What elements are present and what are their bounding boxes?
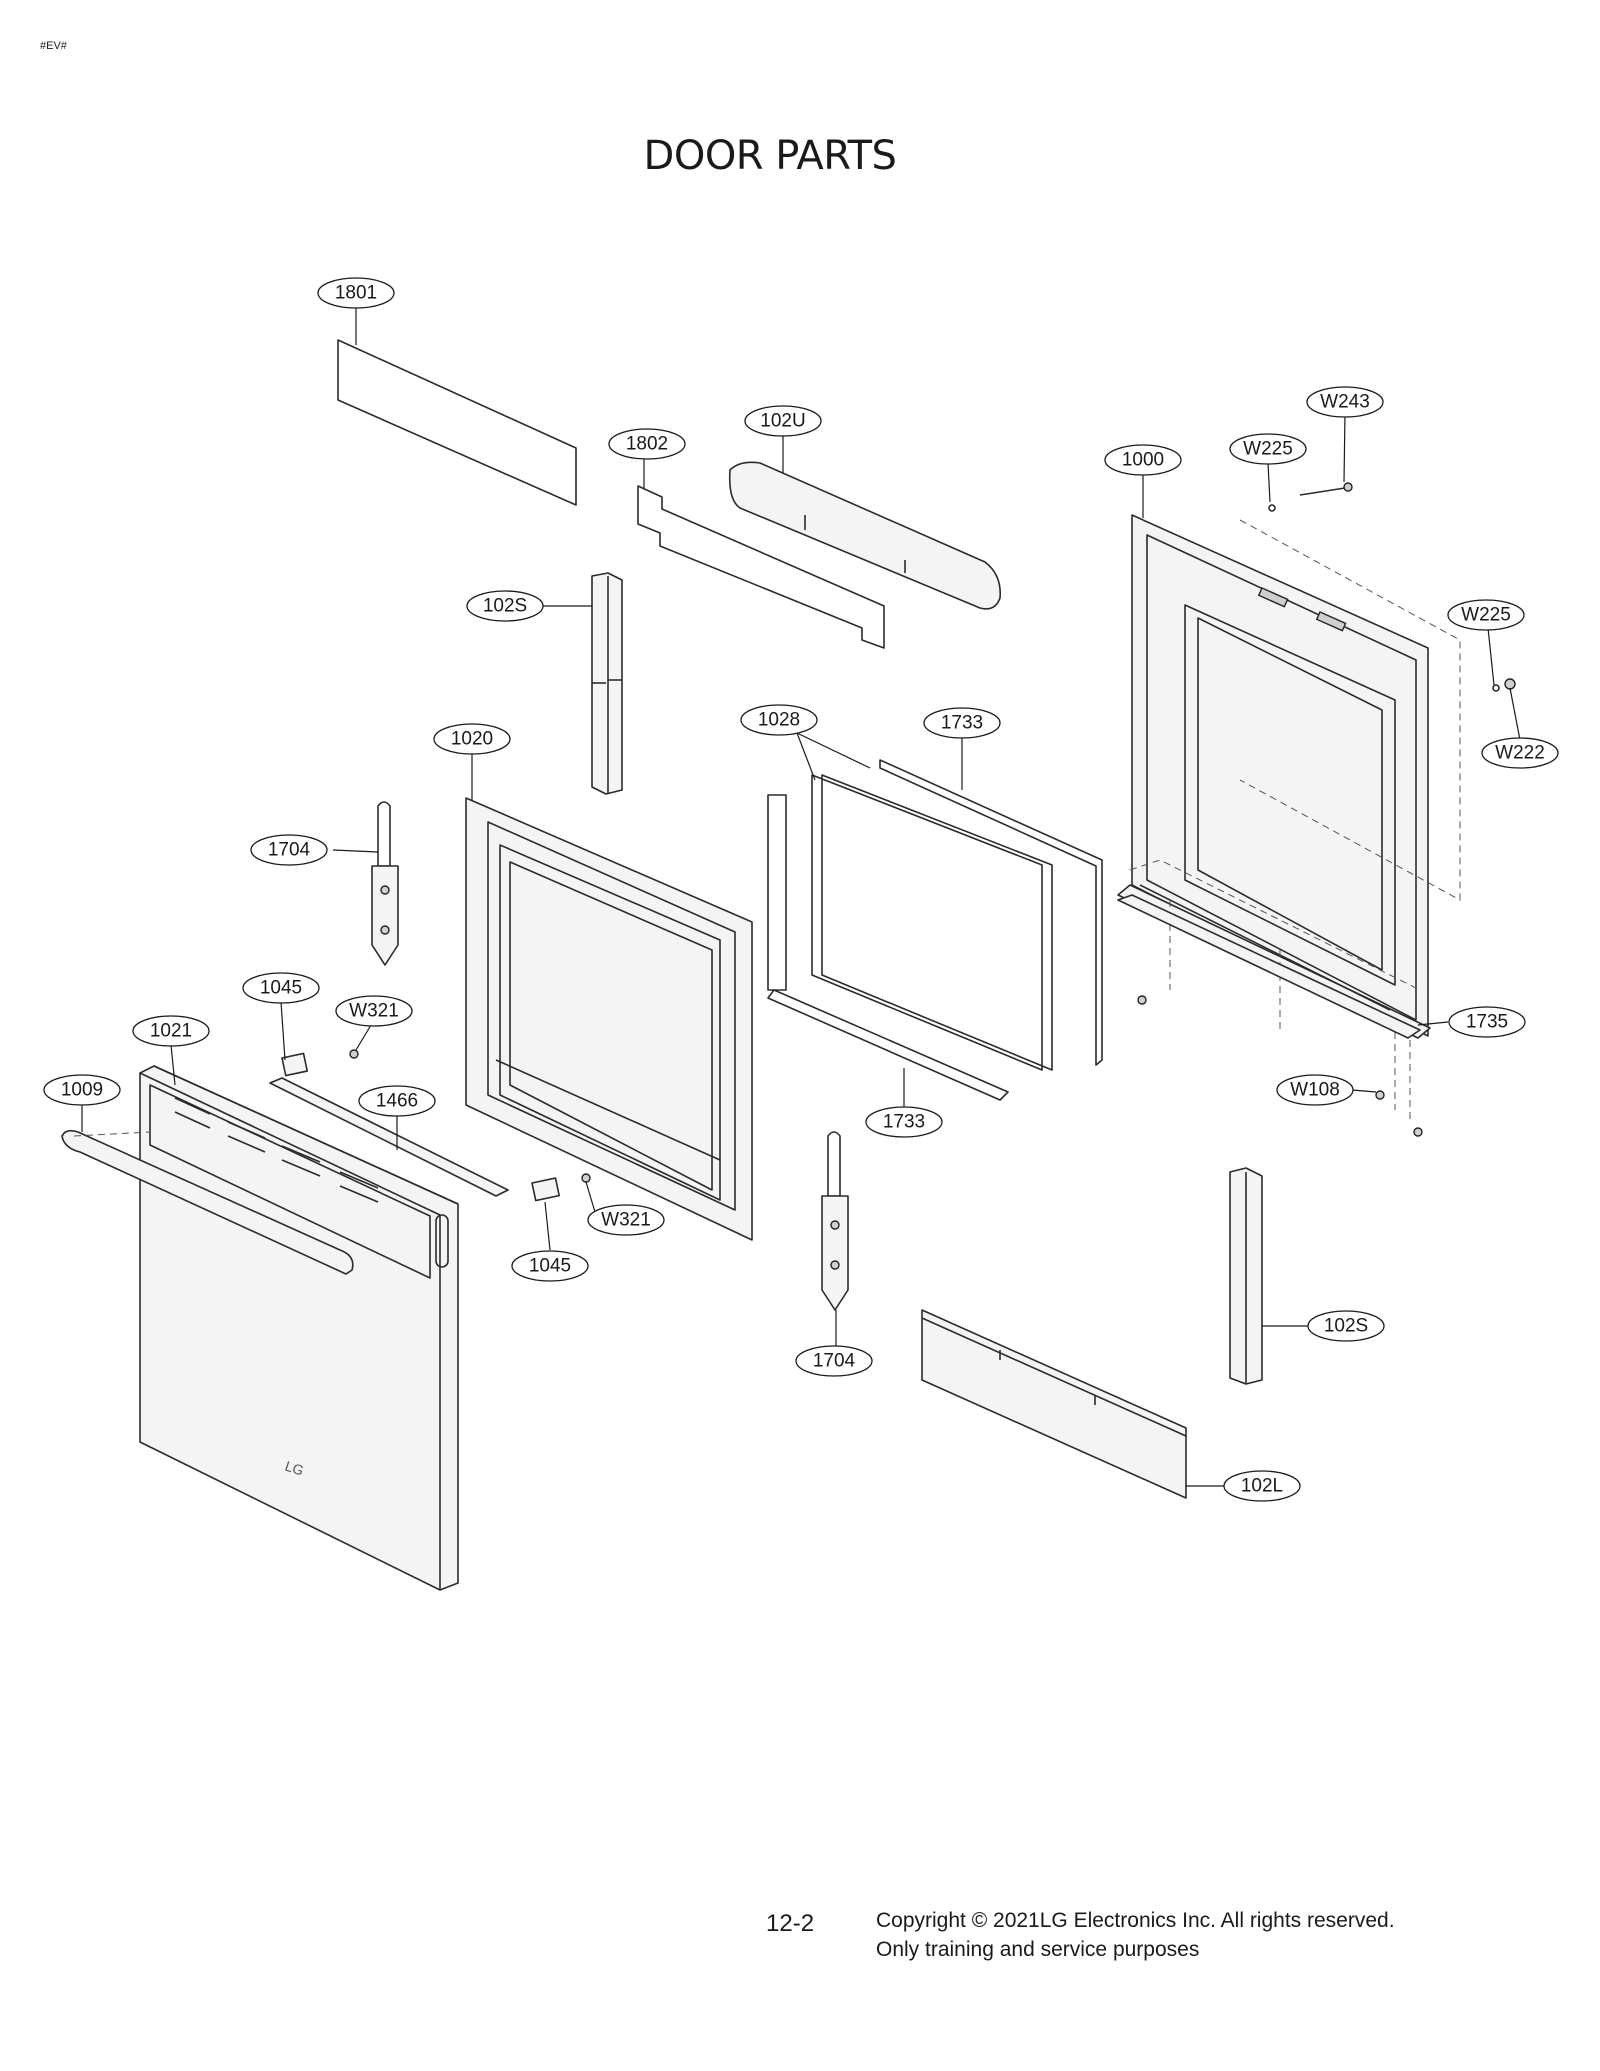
callout-1733-top[interactable]: 1733 [923,707,1001,739]
svg-text:W222: W222 [1495,743,1545,764]
svg-text:1802: 1802 [626,434,668,455]
part-1045-hinge-bracket-bottom [531,1177,561,1202]
callout-W321-top[interactable]: W321 [335,995,413,1027]
copyright-notice: Copyright © 2021LG Electronics Inc. All … [876,1906,1395,1964]
svg-text:102L: 102L [1241,1476,1283,1497]
svg-text:1704: 1704 [268,840,311,861]
callout-1466[interactable]: 1466 [358,1085,436,1117]
callout-W321-bottom[interactable]: W321 [587,1204,665,1236]
svg-text:1466: 1466 [376,1091,418,1112]
callout-102S-top[interactable]: 102S [466,590,544,622]
svg-text:1020: 1020 [451,729,493,750]
screw-W108-2 [1375,1090,1385,1100]
copyright-line-2: Only training and service purposes [876,1938,1200,1961]
washer-W225-top [1268,504,1276,512]
svg-text:1735: 1735 [1466,1012,1508,1033]
callout-W243[interactable]: W243 [1306,386,1384,418]
screw-W321-top [349,1049,359,1059]
part-1028-glass [811,774,1053,1071]
screw-W243 [1299,482,1353,496]
svg-text:1028: 1028 [758,710,800,731]
callout-1704-bottom[interactable]: 1704 [795,1345,873,1377]
callout-1733-bottom[interactable]: 1733 [865,1106,943,1138]
svg-text:W225: W225 [1243,439,1293,460]
callout-W108[interactable]: W108 [1276,1074,1354,1106]
callout-1735[interactable]: 1735 [1448,1006,1526,1038]
svg-text:1009: 1009 [61,1080,103,1101]
callout-W225-right[interactable]: W225 [1447,599,1525,631]
callout-102L[interactable]: 102L [1223,1470,1301,1502]
callout-1000[interactable]: 1000 [1104,444,1182,476]
part-102S-side-trim-top [591,572,623,795]
copyright-line-1: Copyright © 2021LG Electronics Inc. All … [876,1909,1395,1932]
guide-1009 [73,1131,151,1137]
svg-text:1801: 1801 [335,283,377,304]
part-102S-side-trim-bottom [1229,1167,1263,1385]
part-1802-insulation [637,485,885,649]
callout-1028[interactable]: 1028 [740,704,818,736]
part-1704-hinge-top [371,801,399,966]
svg-text:102U: 102U [760,411,805,432]
callout-1802[interactable]: 1802 [608,428,686,460]
callout-102U[interactable]: 102U [744,405,822,437]
callout-102S-bottom[interactable]: 102S [1307,1310,1385,1342]
part-1704-hinge-bottom [821,1131,849,1311]
callout-1045-top[interactable]: 1045 [242,972,320,1004]
part-102U-upper-trim [728,461,1002,610]
svg-text:W243: W243 [1320,392,1370,413]
callout-1020[interactable]: 1020 [433,723,511,755]
callout-1801[interactable]: 1801 [317,277,395,309]
screw-W108-3 [1413,1127,1423,1137]
part-1466-rail [269,1077,509,1197]
svg-text:W225: W225 [1461,605,1511,626]
svg-text:1045: 1045 [529,1256,571,1277]
part-1020-middle-frame [465,797,753,1241]
part-1000-inner-door [1117,514,1431,1039]
svg-text:102S: 102S [483,596,527,617]
part-1801-insulation [337,339,577,506]
part-1735-bottom-bracket [1117,894,1421,1039]
svg-text:W321: W321 [349,1001,399,1022]
callout-1045-bottom[interactable]: 1045 [511,1250,589,1282]
page-title: DOOR PARTS [643,132,897,179]
svg-text:1021: 1021 [150,1021,192,1042]
logo-lg: LG [283,1458,306,1479]
callout-W225-top[interactable]: W225 [1229,433,1307,465]
svg-text:W108: W108 [1290,1080,1340,1101]
part-1045-hinge-bracket-top [281,1052,309,1077]
page-number: 12-2 [766,1910,815,1937]
svg-text:1704: 1704 [813,1351,856,1372]
screw-W222 [1504,678,1516,690]
leader-lines [81,306,1521,1487]
svg-text:1733: 1733 [941,713,983,734]
callout-1009[interactable]: 1009 [43,1074,121,1106]
part-1733-gasket [767,759,1103,1101]
svg-text:102S: 102S [1324,1316,1368,1337]
callout-W222[interactable]: W222 [1481,737,1559,769]
vent-slots [174,1097,379,1203]
callout-1021[interactable]: 1021 [132,1015,210,1047]
screw-W321-bottom [581,1173,591,1183]
svg-text:1000: 1000 [1122,450,1164,471]
svg-text:W321: W321 [601,1210,651,1231]
svg-text:1733: 1733 [883,1112,925,1133]
part-102L-lower-trim [921,1309,1187,1499]
screw-W108-1 [1137,995,1147,1005]
part-1009-handle [61,1129,354,1275]
svg-text:1045: 1045 [260,978,302,999]
washer-W225-right [1492,684,1500,692]
callout-1704-top[interactable]: 1704 [250,834,328,866]
document-tag: #EV# [40,40,67,52]
